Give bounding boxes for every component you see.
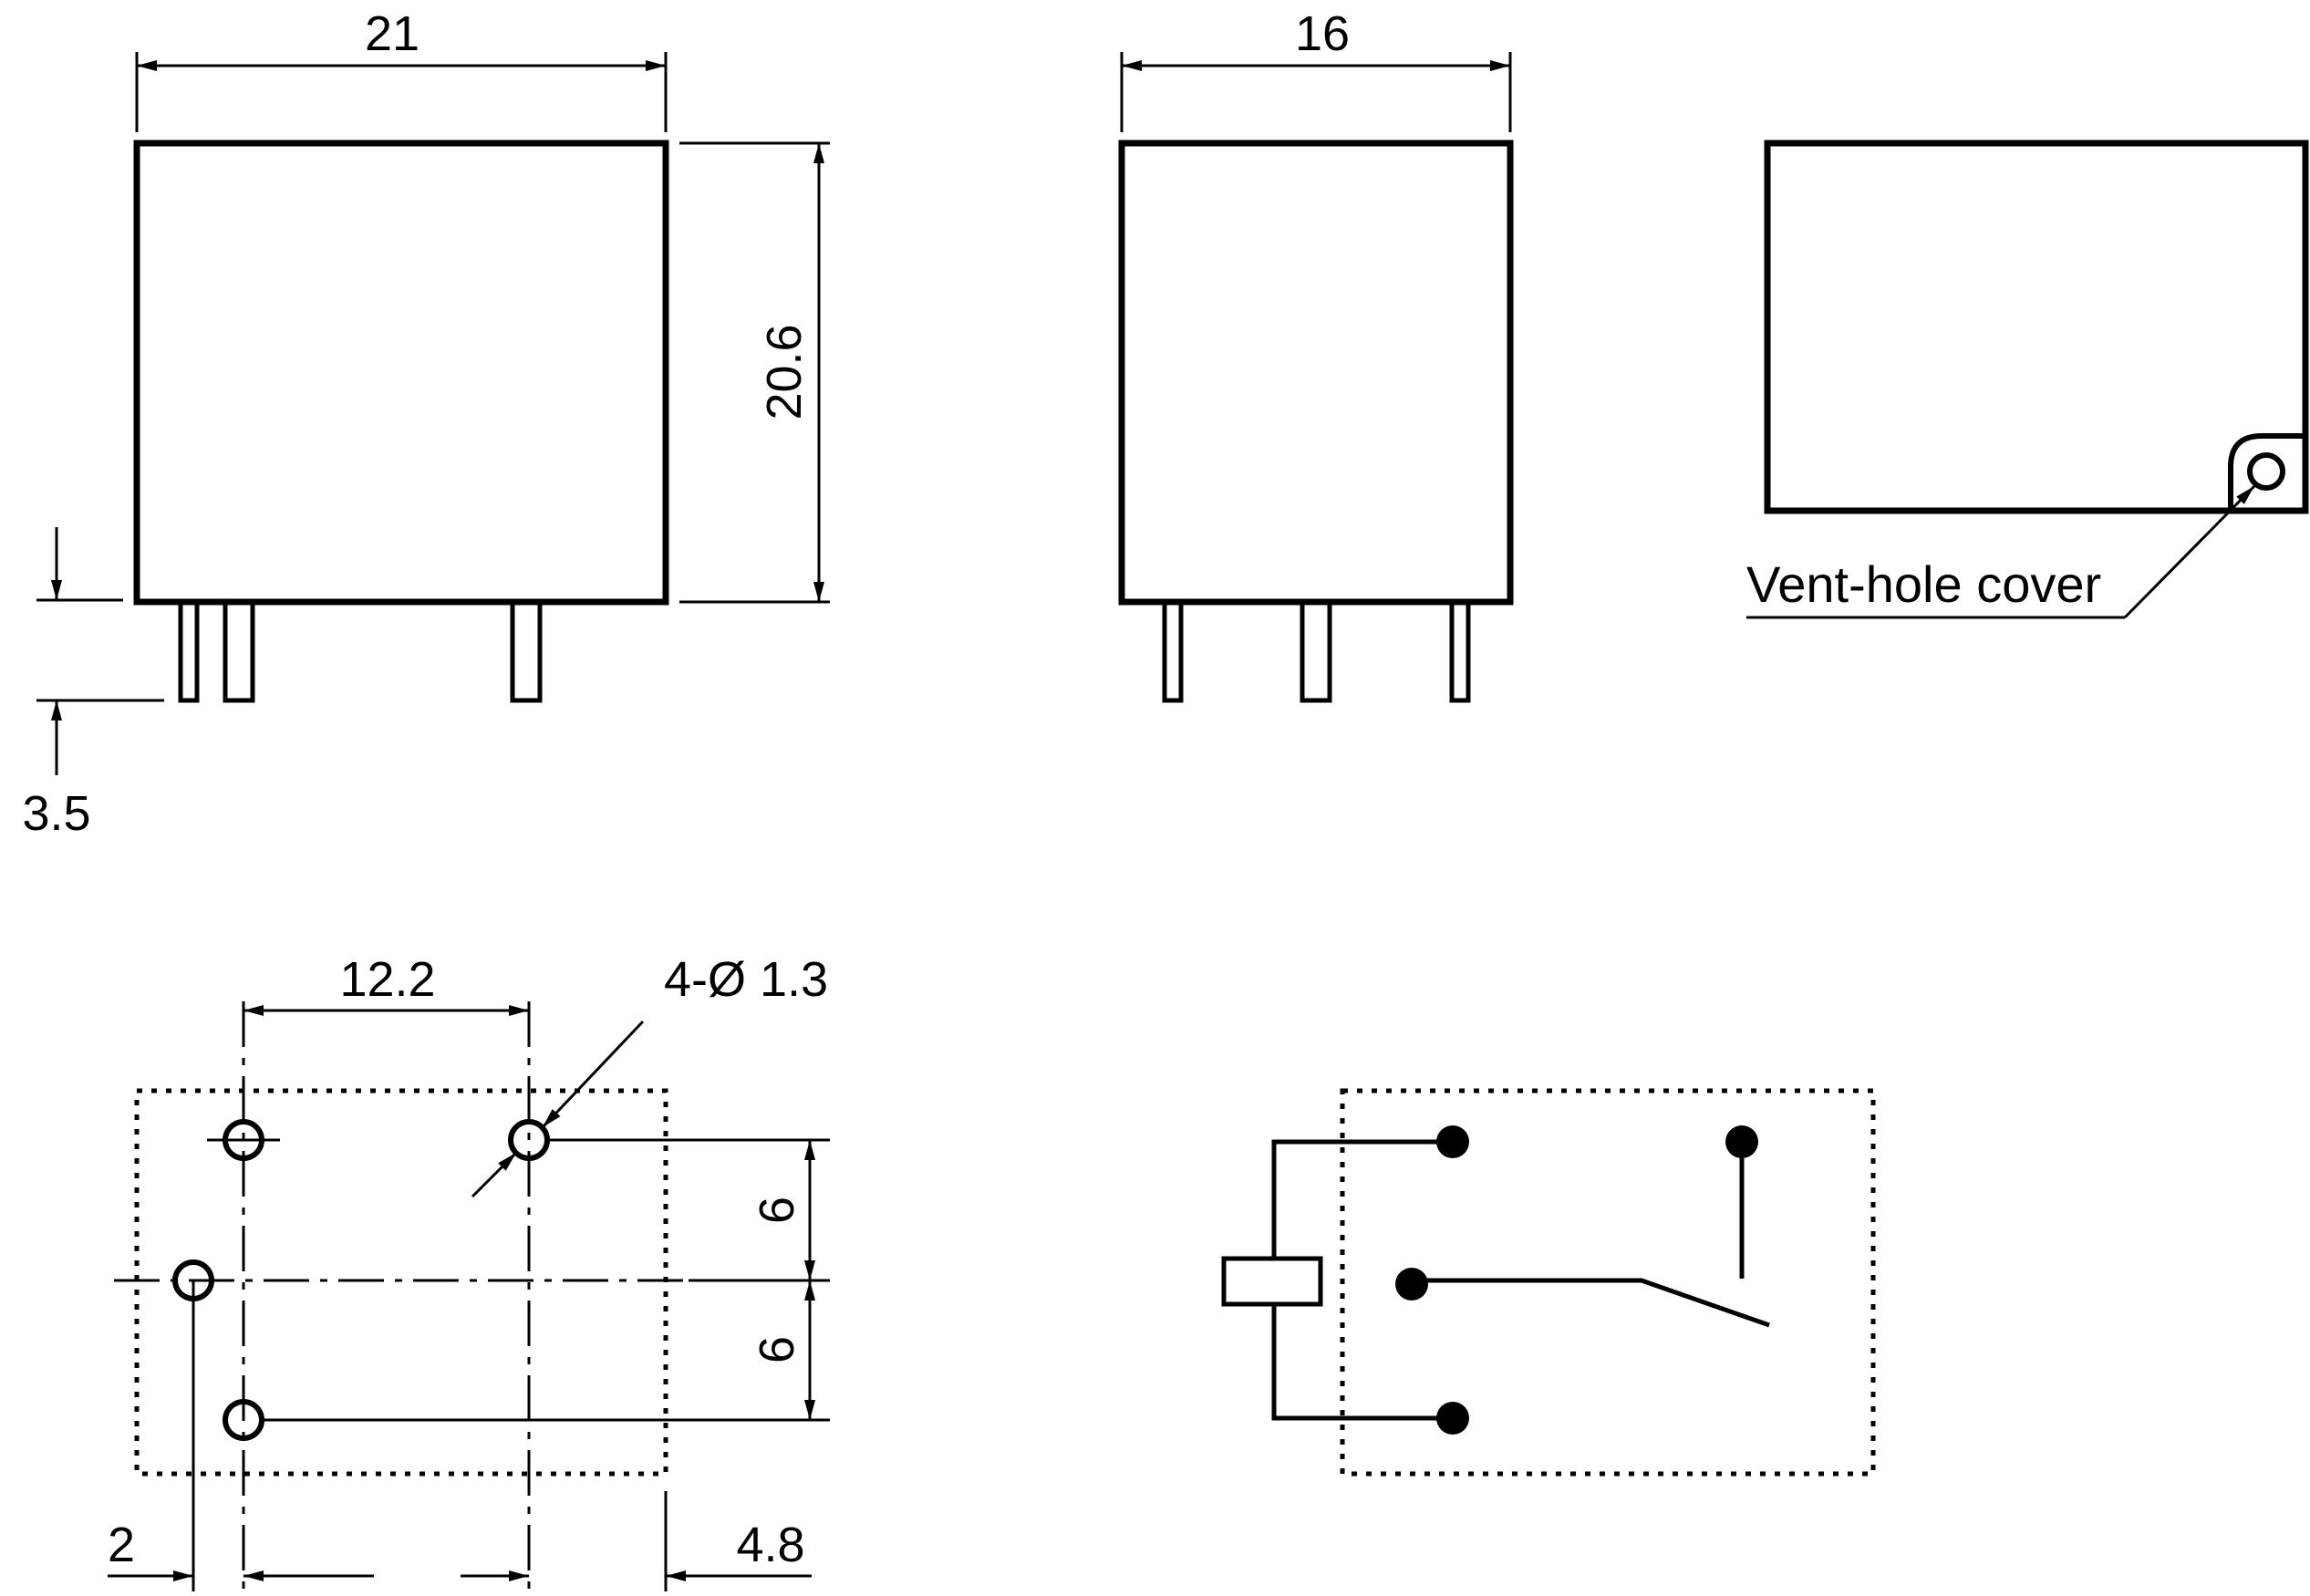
pcb-hole-top-left bbox=[223, 1119, 264, 1161]
vent-hole-cover-label: Vent-hole cover bbox=[1746, 555, 2101, 613]
pcb-pitch-y1-label: 6 bbox=[750, 1197, 804, 1224]
side-view bbox=[1118, 52, 1514, 703]
front-pin-3 bbox=[510, 599, 543, 703]
coil-terminal-bottom bbox=[1436, 1402, 1469, 1435]
side-pin-2 bbox=[1300, 599, 1332, 703]
hole-spec-label: 4-Ø 1.3 bbox=[664, 952, 828, 1007]
vent-hole-boss bbox=[2228, 433, 2305, 511]
side-pin-1 bbox=[1162, 599, 1184, 703]
front-height-label: 20.6 bbox=[757, 324, 812, 420]
pin-length-label: 3.5 bbox=[22, 786, 90, 841]
front-pin-2 bbox=[223, 599, 255, 703]
coil-terminal-top bbox=[1436, 1125, 1469, 1158]
side-pin-3 bbox=[1449, 599, 1471, 703]
top-view-body bbox=[1764, 140, 2309, 514]
switch-arm bbox=[1412, 1278, 1770, 1328]
hole-spec-leader-inner bbox=[471, 1151, 518, 1198]
coil-wire-bottom bbox=[1271, 1304, 1453, 1421]
right-offset-label: 4.8 bbox=[736, 1518, 804, 1572]
pcb-layout bbox=[108, 1001, 830, 1591]
schematic-outline bbox=[1340, 1088, 1876, 1477]
front-view-body bbox=[133, 140, 669, 606]
schematic bbox=[1221, 1088, 1876, 1477]
coil-symbol bbox=[1221, 1256, 1323, 1307]
common-terminal bbox=[1395, 1268, 1428, 1301]
side-view-body bbox=[1118, 140, 1514, 606]
front-width-label: 21 bbox=[365, 6, 420, 61]
vent-hole-cover-icon bbox=[2247, 452, 2285, 491]
left-offset-label: 2 bbox=[108, 1518, 135, 1572]
top-view bbox=[1746, 140, 2309, 619]
pcb-pitch-x-label: 12.2 bbox=[339, 952, 435, 1007]
pcb-outline bbox=[134, 1088, 668, 1477]
vent-hole-leader bbox=[2123, 484, 2256, 619]
pcb-hole-middle-left bbox=[172, 1259, 214, 1301]
pcb-pitch-y2-label: 6 bbox=[750, 1336, 804, 1363]
front-pin-1 bbox=[178, 599, 200, 703]
coil-wire-top bbox=[1271, 1139, 1453, 1259]
hole-spec-leader bbox=[541, 1020, 645, 1129]
front-view bbox=[36, 52, 830, 775]
side-width-label: 16 bbox=[1295, 6, 1350, 61]
